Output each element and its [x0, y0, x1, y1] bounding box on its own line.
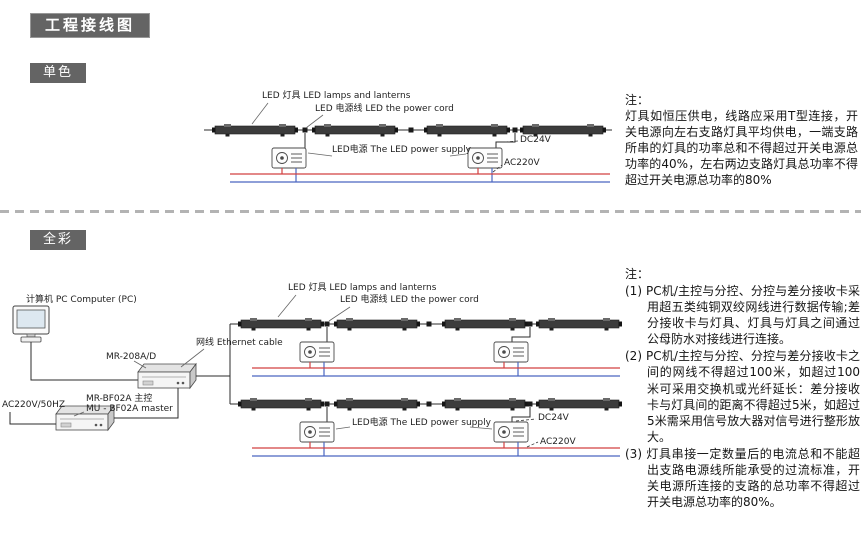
label-leader	[180, 348, 205, 368]
dc-feed-wire	[511, 327, 531, 342]
connector-icon	[302, 127, 308, 133]
connector-icon	[324, 401, 330, 407]
led-bar-icon	[211, 123, 299, 137]
pc-to-controller-wire	[30, 342, 138, 381]
power-supply-icon	[271, 147, 307, 169]
connector-icon	[426, 321, 432, 327]
full-notes: 注： (1) PC机/主控与分控、分控与差分接收卡采用超五类纯铜双绞网线进行数据…	[625, 266, 860, 510]
ethernet-wire	[114, 388, 179, 419]
led-bar-icon	[311, 123, 399, 137]
dc-feed-wire	[511, 407, 531, 422]
mono-notes-heading: 注：	[625, 93, 650, 107]
label-leader	[449, 153, 467, 157]
label-leader	[469, 426, 493, 430]
connector-icon	[324, 321, 330, 327]
ethernet-cable-label: 网线 Ethernet cable	[196, 338, 283, 348]
label-leader	[307, 152, 333, 157]
full-power-cord-label: LED 电源线 LED the power cord	[340, 295, 479, 305]
mono-diagram	[204, 102, 612, 183]
controller-mr208-label: MR-208A/D	[106, 352, 157, 362]
connector-icon	[408, 127, 414, 133]
mono-notes-body: 灯具如恒压供电，线路应采用T型连接，开关电源向左右支路灯具平均供电，一端支路所串…	[625, 109, 858, 188]
connector-icon	[527, 401, 533, 407]
led-bar-icon	[423, 123, 511, 137]
section-full-label: 全彩	[30, 230, 87, 251]
ac-input-wire	[9, 412, 56, 425]
dc-label-leader	[515, 418, 537, 422]
full-lamps-label: LED 灯具 LED lamps and lanterns	[288, 283, 437, 293]
dc-label-leader	[504, 140, 519, 143]
led-bar-icon	[441, 317, 529, 331]
label-leader	[133, 360, 147, 369]
led-bar-icon	[333, 397, 421, 411]
pc-monitor-icon	[12, 305, 50, 343]
mono-dc24v-label: DC24V	[520, 135, 551, 145]
label-leader	[328, 306, 351, 322]
label-leader	[277, 294, 297, 318]
label-leader	[335, 426, 351, 430]
ac-label-leader	[492, 164, 503, 173]
page-title: 工程接线图	[30, 13, 151, 38]
section-divider	[0, 210, 861, 213]
full-notes-heading: 注：	[625, 267, 650, 281]
full-power-supply-label: LED电源 The LED power supply	[352, 418, 491, 428]
label-leader	[251, 102, 269, 125]
led-bar-icon	[333, 317, 421, 331]
power-supply-icon	[493, 421, 529, 443]
connector-icon	[426, 401, 432, 407]
full-note-item-3: (3) 灯具串接一定数量后的电流总和不能超出支路电源线所能承受的过流标准，开关电…	[625, 446, 860, 510]
ac-label-leader	[526, 441, 539, 448]
connector-icon	[527, 321, 533, 327]
full-ac220v-label: AC220V	[540, 437, 576, 447]
led-bar-icon	[535, 397, 623, 411]
master-label-line1: MR-BF02A 主控	[86, 394, 153, 404]
power-supply-icon	[299, 341, 335, 363]
full-dc24v-label: DC24V	[538, 413, 569, 423]
led-bar-icon	[441, 397, 529, 411]
mono-notes: 注： 灯具如恒压供电，线路应采用T型连接，开关电源向左右支路灯具平均供电，一端支…	[625, 92, 858, 188]
mono-power-supply-label: LED电源 The LED power supply	[332, 145, 471, 155]
master-label-line2: MU - BF02A master	[86, 404, 173, 414]
full-note-item-2: (2) PC机/主控与分控、分控与差分接收卡之间的网线不得超过100米，如超过1…	[625, 349, 860, 444]
mono-lamps-label: LED 灯具 LED lamps and lanterns	[262, 91, 411, 101]
power-supply-icon	[467, 147, 503, 169]
connector-icon	[512, 127, 518, 133]
full-diagram	[9, 294, 623, 457]
led-bar-icon	[535, 317, 623, 331]
power-supply-icon	[493, 341, 529, 363]
section-mono-label: 单色	[30, 63, 87, 84]
full-note-item-1: (1) PC机/主控与分控、分控与差分接收卡采用超五类纯铜双绞网线进行数据传输;…	[625, 284, 860, 347]
controller-mr208-icon	[137, 363, 197, 389]
dc-feed-wire	[495, 133, 516, 148]
power-supply-icon	[299, 421, 335, 443]
mono-power-cord-label: LED 电源线 LED the power cord	[315, 104, 454, 114]
label-leader	[73, 411, 85, 417]
led-bar-icon	[237, 397, 325, 411]
ac-input-label: AC220V/50HZ	[2, 400, 66, 410]
label-leader	[305, 114, 324, 129]
mono-ac220v-label: AC220V	[504, 158, 540, 168]
led-bar-icon	[237, 317, 325, 331]
pc-computer-label: 计算机 PC Computer (PC)	[26, 295, 137, 305]
